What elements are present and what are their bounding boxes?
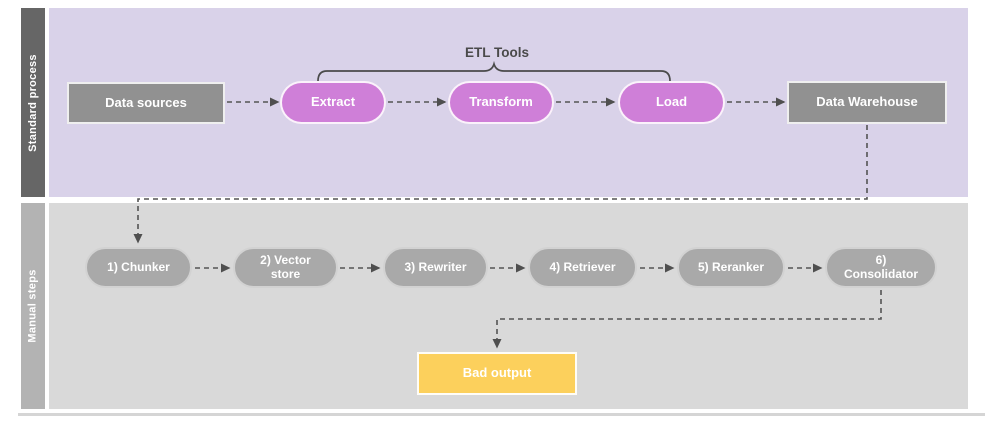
node-label: 6) Consolidator: [844, 252, 918, 281]
node-label: 3) Rewriter: [404, 259, 467, 274]
node-data-warehouse: Data Warehouse: [787, 81, 947, 124]
node-load: Load: [618, 81, 725, 124]
node-label: 4) Retriever: [549, 259, 616, 274]
lane-standard-process-label: Standard process: [27, 53, 40, 152]
node-label: 2) Vector store: [260, 252, 311, 281]
node-chunker: 1) Chunker: [85, 247, 192, 288]
etl-tools-label: ETL Tools: [465, 45, 529, 60]
node-label: Load: [655, 94, 688, 110]
node-label: 1) Chunker: [107, 259, 170, 274]
lane-standard-process-bar: Standard process: [21, 8, 45, 197]
node-vector-store: 2) Vector store: [233, 247, 338, 288]
lane-manual-steps-label: Manual steps: [27, 269, 40, 343]
node-retriever: 4) Retriever: [528, 247, 637, 288]
lane-manual-steps-bar: Manual steps: [21, 203, 45, 409]
node-consolidator: 6) Consolidator: [825, 247, 937, 288]
node-label: 5) Reranker: [697, 259, 765, 274]
node-transform: Transform: [448, 81, 554, 124]
node-label: Bad output: [462, 365, 532, 381]
node-reranker: 5) Reranker: [677, 247, 785, 288]
node-label: Extract: [310, 94, 356, 110]
node-bad-output: Bad output: [417, 352, 577, 395]
node-label: Data sources: [105, 94, 187, 110]
page-divider-line: [18, 413, 985, 416]
node-label: Data Warehouse: [816, 94, 918, 110]
node-data-sources: Data sources: [67, 82, 225, 124]
node-extract: Extract: [280, 81, 386, 124]
node-label: Transform: [469, 94, 533, 110]
node-rewriter: 3) Rewriter: [383, 247, 488, 288]
